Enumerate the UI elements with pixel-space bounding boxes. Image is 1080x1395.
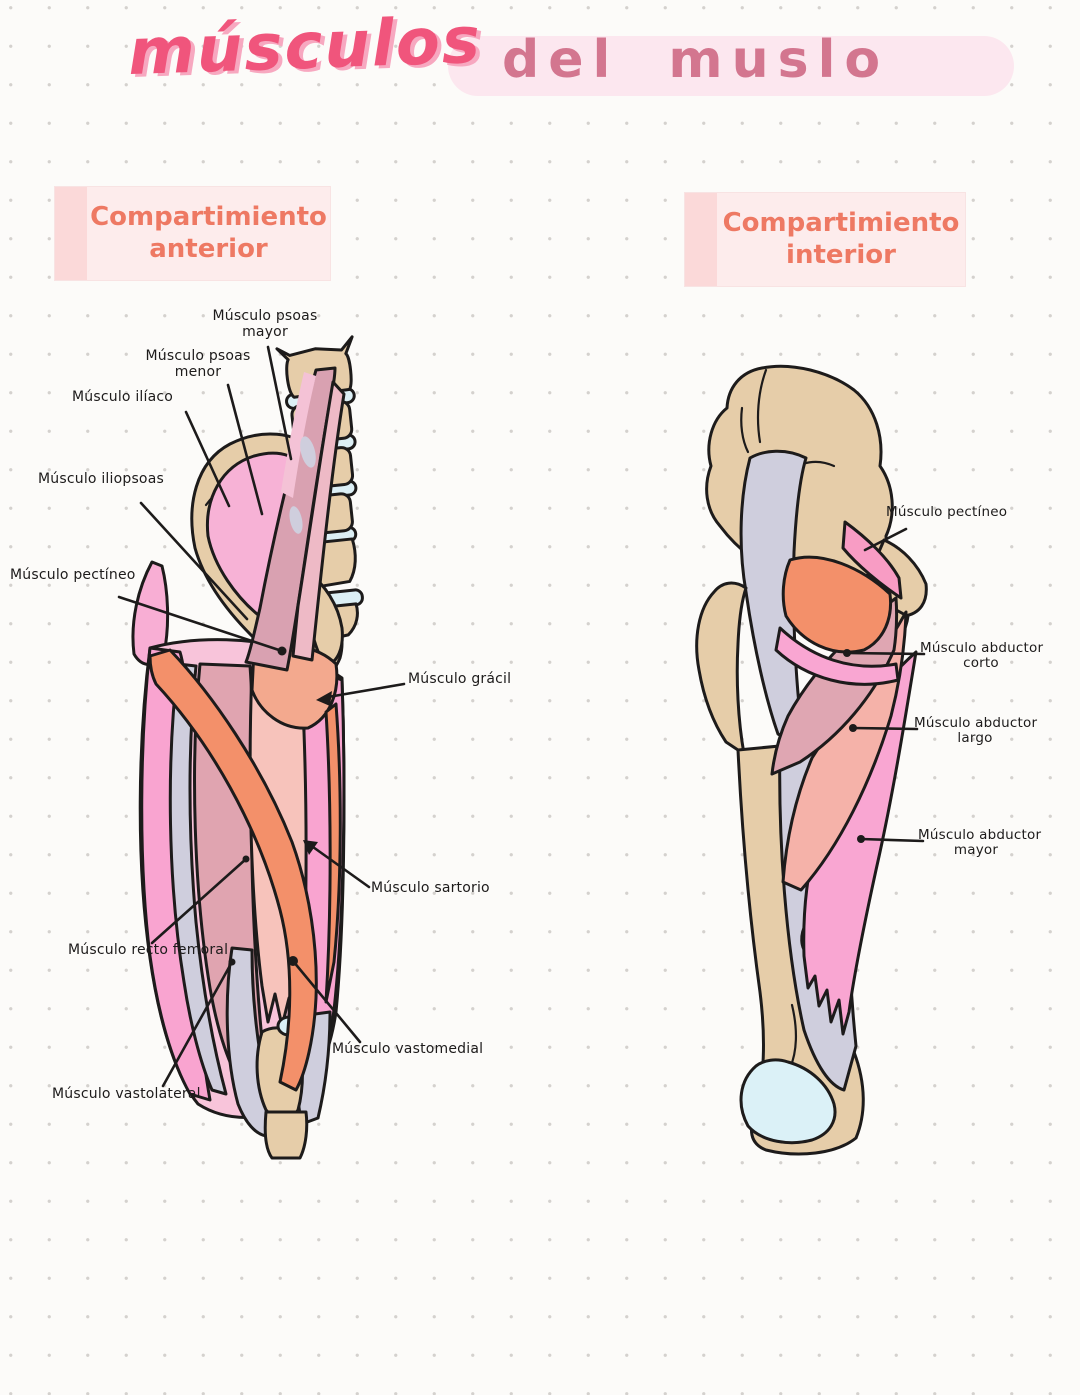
label-musculo-vastomedial: Músculo vastomedial xyxy=(332,1041,484,1058)
label-musculo-abductor-corto: Músculo abductor corto xyxy=(920,640,1044,672)
label-musculo-pectineo-right: Músculo pectíneo xyxy=(886,504,1008,520)
label-musculo-abductor-mayor: Músculo abductor mayor xyxy=(918,827,1042,859)
header-line1: Compartimiento xyxy=(90,202,327,233)
label-line: Músculo psoas xyxy=(212,308,318,324)
obturator-muscle xyxy=(781,555,893,654)
label-musculo-gracil: Músculo grácil xyxy=(408,671,512,688)
title-highlight-pill xyxy=(448,36,1014,96)
tibia-bone xyxy=(263,1110,309,1160)
label-line: Músculo pectíneo xyxy=(886,504,1008,520)
condyle-cartilage xyxy=(739,1058,837,1145)
psoas-gray-accent xyxy=(300,436,316,468)
label-line: Músculo ilíaco xyxy=(72,389,174,405)
leader-dot xyxy=(843,649,851,657)
pink-band xyxy=(774,626,900,686)
header-compartimiento-anterior: Compartimiento anterior xyxy=(55,187,330,280)
label-line: Músculo psoas xyxy=(145,348,251,364)
label-musculo-psoas-menor: Músculo psoas menor xyxy=(133,348,263,380)
label-musculo-iliopsoas: Músculo iliopsoas xyxy=(38,471,164,488)
leader-psoas-menor xyxy=(226,383,264,516)
leader-dot xyxy=(288,956,298,966)
label-musculo-iliaco: Músculo ilíaco xyxy=(72,389,174,406)
label-line: Músculo pectíneo xyxy=(10,567,136,583)
leader-pectineo-right xyxy=(863,527,908,552)
label-line: Músculo abductor xyxy=(914,715,1038,731)
label-line: Músculo iliopsoas xyxy=(38,471,164,487)
label-line: Músculo abductor xyxy=(918,827,1042,843)
label-musculo-recto-femoral: Músculo recto femoral xyxy=(68,942,229,959)
leader-iliaco xyxy=(184,410,231,508)
leader-gracil xyxy=(326,682,406,699)
leader-iliopsoas xyxy=(139,501,249,621)
label-line: Músculo vastomedial xyxy=(332,1041,484,1057)
leader-pectineo-left xyxy=(117,595,284,653)
leader-dot xyxy=(857,835,865,843)
label-line: mayor xyxy=(242,323,288,340)
leader-lines xyxy=(117,345,926,1088)
label-line: corto xyxy=(963,655,999,672)
figure-anterior-thigh xyxy=(131,335,364,1160)
leader-vastomedial xyxy=(291,959,362,1044)
label-musculo-sartorio: Músculo sartorio xyxy=(371,880,490,897)
label-musculo-pectineo-left: Músculo pectíneo xyxy=(10,567,136,584)
header-accent-strip xyxy=(685,193,717,286)
label-musculo-vastolateral: Músculo vastolateral xyxy=(52,1086,201,1103)
psoas-minor-muscle xyxy=(291,380,346,662)
leader-dot xyxy=(277,646,287,656)
page-title-word2: del muslo xyxy=(502,30,890,90)
header-line2: interior xyxy=(786,239,896,270)
label-line: Músculo recto femoral xyxy=(68,942,229,958)
label-line: mayor xyxy=(953,842,999,859)
fascia-strip xyxy=(168,662,228,1096)
greater-trochanter-bone xyxy=(695,581,748,756)
label-line: Músculo sartorio xyxy=(371,880,490,896)
leader-dot xyxy=(849,724,857,732)
label-line: Músculo vastolateral xyxy=(52,1086,201,1102)
leader-arrow xyxy=(303,840,318,855)
label-musculo-abductor-largo: Músculo abductor largo xyxy=(914,715,1038,747)
leader-psoas-mayor xyxy=(266,345,293,461)
leader-abductor-mayor xyxy=(859,837,925,843)
label-musculo-psoas-mayor: Músculo psoas mayor xyxy=(200,308,330,340)
leader-abductor-largo xyxy=(851,726,919,731)
header-line1: Compartimiento xyxy=(722,208,960,239)
header-accent-strip xyxy=(55,187,87,280)
leader-dot xyxy=(228,958,236,966)
psoas-gray-accent xyxy=(289,506,303,534)
header-line2: anterior xyxy=(149,233,268,264)
leader-dot xyxy=(242,855,250,863)
psoas-highlight xyxy=(281,372,316,498)
figure-interior-thigh xyxy=(695,364,928,1156)
label-line: menor xyxy=(174,363,222,380)
pelvis-cleft-line xyxy=(740,406,750,454)
pelvis-cleft-line xyxy=(756,368,768,444)
leader-arrow xyxy=(316,691,332,706)
leader-vastolateral xyxy=(161,960,234,1088)
leader-abductor-corto xyxy=(845,651,926,656)
leader-recto-femoral xyxy=(150,857,248,945)
header-compartimiento-interior: Compartimiento interior xyxy=(685,193,965,286)
sartorius-muscle xyxy=(148,648,318,1092)
label-line: Músculo grácil xyxy=(408,671,512,687)
label-line: largo xyxy=(957,730,993,747)
leader-sartorio xyxy=(311,845,371,889)
label-line: Músculo abductor xyxy=(920,640,1044,656)
pectineus-muscle-right xyxy=(841,520,903,600)
